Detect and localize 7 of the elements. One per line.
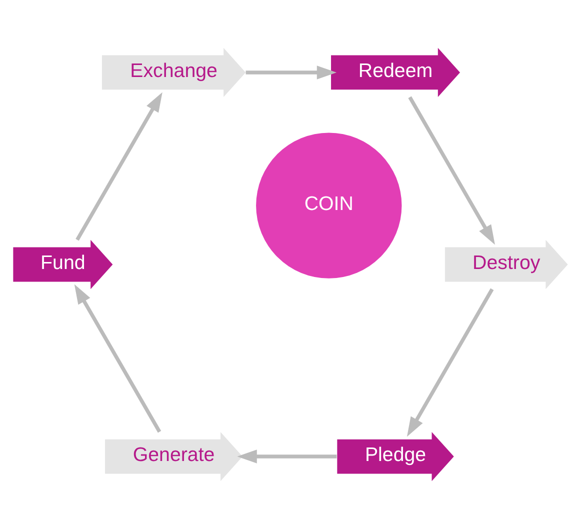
arrow xyxy=(76,92,162,240)
arrow xyxy=(408,96,495,244)
arrow xyxy=(237,449,337,463)
arrow xyxy=(246,65,337,79)
arrow xyxy=(74,284,162,432)
node-circle: COIN xyxy=(256,132,402,278)
arrow xyxy=(406,288,494,436)
